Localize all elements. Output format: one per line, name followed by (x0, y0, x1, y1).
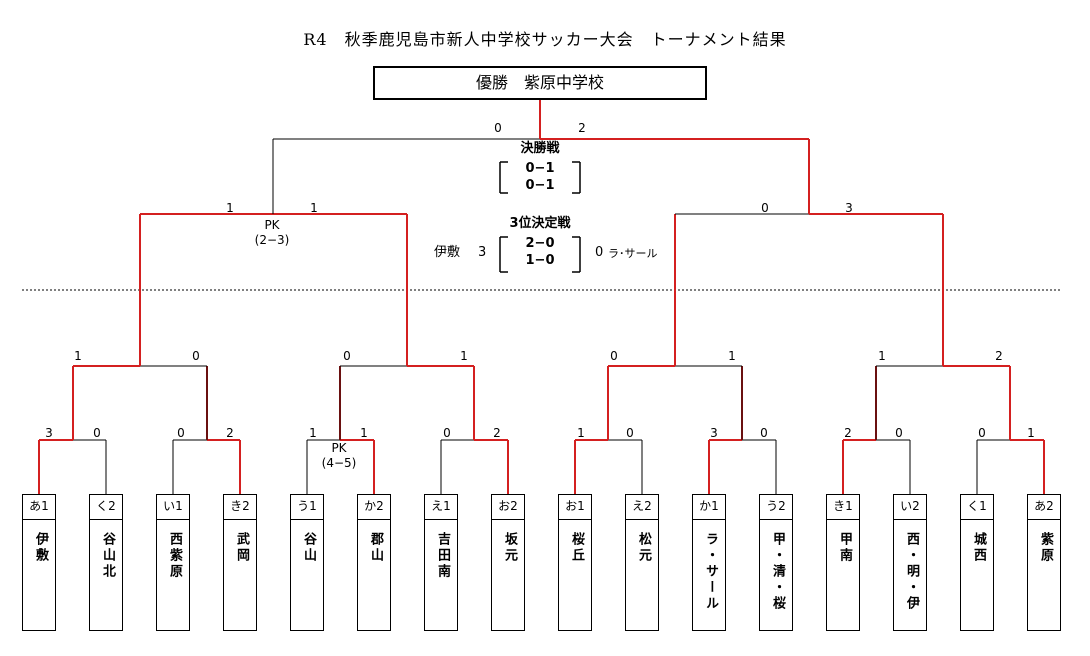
final-half2: 0−1 (525, 178, 555, 193)
team-slot: う1 (291, 495, 323, 520)
champion-box: 優勝 紫原中学校 (373, 66, 707, 100)
team-slot: お2 (492, 495, 524, 520)
team-box: う2 甲・清・桜 (759, 494, 793, 631)
qf-score: 1 (878, 349, 886, 363)
qf-score: 2 (995, 349, 1003, 363)
r1-score: 1 (309, 426, 317, 440)
r1-score: 0 (443, 426, 451, 440)
team-name: 西・明・伊 (904, 532, 919, 612)
team-box: き2 武岡 (223, 494, 257, 631)
semi-left-score-right: 1 (310, 201, 318, 215)
team-name: 甲南 (837, 532, 852, 564)
team-name: 西紫原 (167, 532, 182, 580)
semi-left-pk-score: (2−3) (254, 233, 290, 247)
qf-score: 1 (728, 349, 736, 363)
qf-score: 1 (74, 349, 82, 363)
team-slot: え1 (425, 495, 457, 520)
team-box: あ1 伊敷 (22, 494, 56, 631)
team-name: 甲・清・桜 (770, 532, 785, 612)
r1-score: 0 (93, 426, 101, 440)
qf-score: 0 (192, 349, 200, 363)
team-box: い1 西紫原 (156, 494, 190, 631)
r1-pk-label: PK (331, 441, 347, 455)
team-slot: あ1 (23, 495, 55, 520)
team-name: 吉田南 (435, 532, 450, 580)
r1-score: 2 (493, 426, 501, 440)
team-slot: え2 (626, 495, 658, 520)
team-box: え1 吉田南 (424, 494, 458, 631)
team-box: く1 城西 (960, 494, 994, 631)
page-title: R4 秋季鹿児島市新人中学校サッカー大会 トーナメント結果 (303, 30, 787, 49)
team-box: き1 甲南 (826, 494, 860, 631)
team-name: 谷山 (301, 532, 316, 564)
team-box: お1 桜丘 (558, 494, 592, 631)
team-slot: か2 (358, 495, 390, 520)
team-slot: き1 (827, 495, 859, 520)
team-box: お2 坂元 (491, 494, 525, 631)
semi-left-score-left: 1 (226, 201, 234, 215)
team-name: 松元 (636, 532, 651, 564)
team-box: あ2 紫原 (1027, 494, 1061, 631)
r1-score: 0 (760, 426, 768, 440)
team-name: 谷山北 (100, 532, 115, 580)
team-box: く2 谷山北 (89, 494, 123, 631)
third-place-label: 3位決定戦 (509, 216, 571, 231)
team-name: 郡山 (368, 532, 383, 564)
third-place-left-team: 伊敷 (434, 245, 461, 260)
third-place-right-score: 0 (595, 245, 604, 260)
semi-left-pk-label: PK (264, 218, 280, 232)
team-name: 桜丘 (569, 532, 584, 564)
team-slot: い1 (157, 495, 189, 520)
qf-score: 0 (343, 349, 351, 363)
third-place-half1: 2−0 (525, 236, 555, 251)
r1-pk: PK (4−5) (322, 441, 357, 471)
r1-score: 0 (978, 426, 986, 440)
team-name: 紫原 (1038, 532, 1053, 564)
r1-score: 0 (895, 426, 903, 440)
r1-score: 3 (45, 426, 53, 440)
r1-score: 0 (177, 426, 185, 440)
final-score-left: 0 (494, 121, 502, 135)
team-slot: い2 (894, 495, 926, 520)
third-place-right-team: ラ･サール (608, 247, 658, 260)
team-box: う1 谷山 (290, 494, 324, 631)
semi-right-score-left: 0 (761, 201, 769, 215)
team-slot: か1 (693, 495, 725, 520)
semi-left-pk: PK (2−3) (255, 218, 290, 248)
team-box: え2 松元 (625, 494, 659, 631)
team-slot: あ2 (1028, 495, 1060, 520)
final-half1: 0−1 (525, 161, 555, 176)
team-name: ラ・サール (703, 532, 718, 612)
team-box: か2 郡山 (357, 494, 391, 631)
team-box: か1 ラ・サール (692, 494, 726, 631)
team-name: 城西 (971, 532, 986, 564)
team-box: い2 西・明・伊 (893, 494, 927, 631)
third-place-left-score: 3 (478, 245, 487, 260)
final-score-right: 2 (578, 121, 586, 135)
r1-score: 2 (844, 426, 852, 440)
team-name: 坂元 (502, 532, 517, 564)
team-slot: う2 (760, 495, 792, 520)
team-slot: く1 (961, 495, 993, 520)
r1-score: 1 (577, 426, 585, 440)
third-place-half2: 1−0 (525, 253, 555, 268)
team-name: 伊敷 (33, 532, 48, 564)
team-slot: お1 (559, 495, 591, 520)
final-label: 決勝戦 (520, 141, 560, 156)
r1-score: 0 (626, 426, 634, 440)
team-slot: く2 (90, 495, 122, 520)
qf-score: 0 (610, 349, 618, 363)
r1-score: 2 (226, 426, 234, 440)
qf-score: 1 (460, 349, 468, 363)
r1-score: 1 (1027, 426, 1035, 440)
semi-right-score-right: 3 (845, 201, 853, 215)
r1-pk-score: (4−5) (321, 456, 357, 470)
r1-score: 1 (360, 426, 368, 440)
team-slot: き2 (224, 495, 256, 520)
team-name: 武岡 (234, 532, 249, 564)
r1-score: 3 (710, 426, 718, 440)
